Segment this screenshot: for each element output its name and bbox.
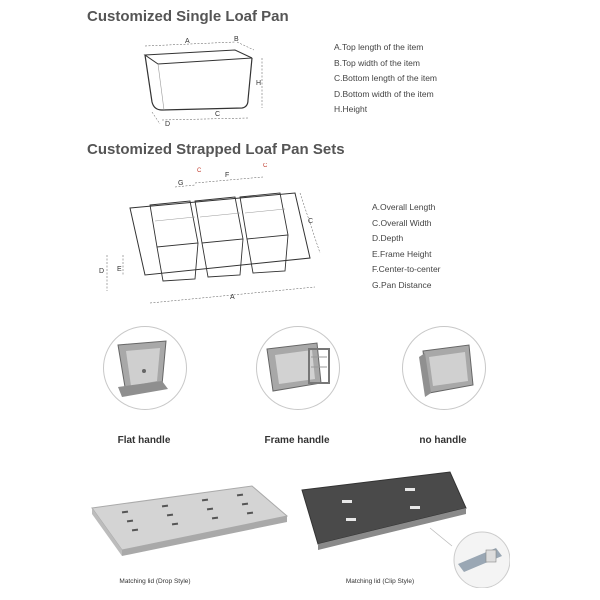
clip-style-lid-label: Matching lid (Clip Style) — [345, 578, 415, 585]
legend-item: C.Bottom length of the item — [334, 73, 437, 83]
sets-marker-c1: C — [197, 168, 202, 174]
sets-title: Customized Strapped Loaf Pan Sets — [87, 141, 345, 158]
sets-marker-c2: C — [263, 163, 268, 169]
clip-style-lid-image — [301, 471, 510, 588]
flat-handle-label: Flat handle — [117, 435, 171, 446]
no-handle-image — [402, 326, 486, 410]
legend-item: A.Top length of the item — [334, 42, 424, 52]
single-pan-title: Customized Single Loaf Pan — [87, 8, 289, 25]
legend-item: H.Height — [334, 104, 368, 114]
flat-handle-image — [103, 326, 187, 410]
no-handle-label: no handle — [419, 435, 467, 446]
sets-dim-d: D — [99, 268, 104, 275]
legend-item: E.Frame Height — [372, 248, 432, 259]
single-pan-diagram: A B H C D — [143, 36, 263, 128]
legend-item: G.Pan Distance — [372, 279, 432, 290]
frame-handle-label: Frame handle — [264, 435, 330, 446]
strapped-set-diagram: G F C C C D E A — [99, 163, 321, 304]
legend-item: F.Center-to-center — [372, 264, 441, 274]
sets-dim-g: G — [178, 180, 183, 187]
drop-style-lid-image — [91, 485, 289, 556]
frame-handle-image — [256, 326, 340, 410]
single-dim-c: C — [215, 111, 220, 118]
drop-style-lid-label: Matching lid (Drop Style) — [119, 578, 191, 585]
sets-dim-e: E — [117, 266, 122, 273]
single-pan-legend: A.Top length of the item B.Top width of … — [334, 40, 437, 118]
sets-dim-a: A — [230, 294, 235, 301]
single-dim-d: D — [165, 121, 170, 128]
legend-item: C.Overall Width — [372, 217, 432, 228]
legend-item: D.Bottom width of the item — [334, 88, 434, 99]
legend-item: D.Depth — [372, 233, 404, 243]
sets-legend: A.Overall Length C.Overall Width D.Depth… — [372, 200, 441, 293]
single-dim-b: B — [234, 36, 239, 43]
legend-item: A.Overall Length — [372, 202, 436, 212]
legend-item: B.Top width of the item — [334, 57, 420, 68]
single-dim-a: A — [185, 38, 190, 45]
sets-dim-c: C — [308, 218, 313, 225]
single-dim-h: H — [256, 80, 261, 87]
sets-dim-f: F — [225, 172, 229, 179]
